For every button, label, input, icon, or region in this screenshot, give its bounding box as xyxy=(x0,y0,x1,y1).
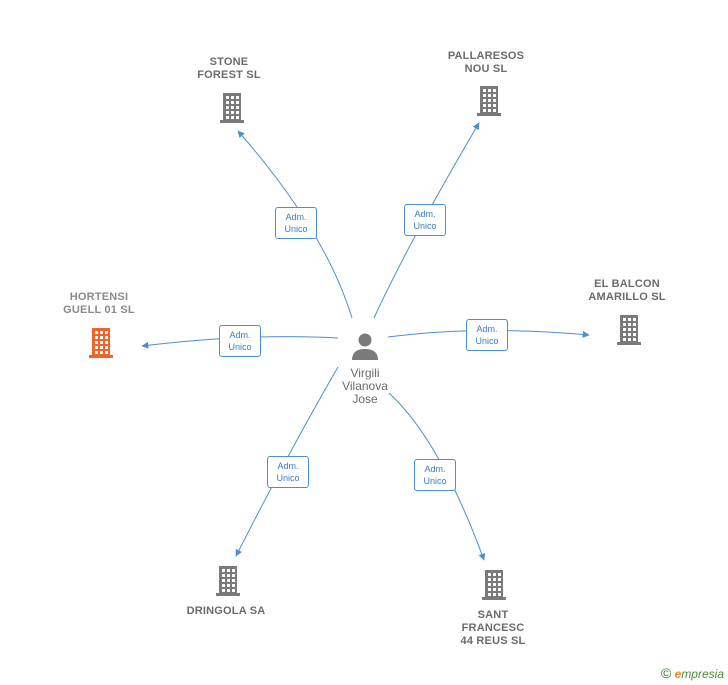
copyright-symbol: © xyxy=(660,665,672,681)
company-label-pallaresos-nou[interactable]: PALLARESOS NOU SL xyxy=(447,50,525,75)
building-icon[interactable] xyxy=(220,93,244,123)
building-icon[interactable] xyxy=(216,566,240,596)
relation-badge-hortensi-guell[interactable]: Adm. Unico xyxy=(219,325,261,357)
building-icon[interactable] xyxy=(617,315,641,345)
edge-dringola xyxy=(235,366,339,557)
relation-badge-pallaresos-nou[interactable]: Adm. Unico xyxy=(404,204,446,236)
company-label-el-balcon-amarillo[interactable]: EL BALCON AMARILLO SL xyxy=(588,278,666,303)
relation-badge-sant-francesc[interactable]: Adm. Unico xyxy=(414,459,456,491)
building-icon[interactable] xyxy=(477,86,501,116)
empresia-logo[interactable]: empresia xyxy=(674,667,724,681)
company-label-dringola[interactable]: DRINGOLA SA xyxy=(186,605,266,617)
person-label[interactable]: Virgili Vilanova Jose xyxy=(342,366,388,406)
company-label-hortensi-guell[interactable]: HORTENSI GUELL 01 SL xyxy=(63,291,135,316)
relation-badge-el-balcon-amarillo[interactable]: Adm. Unico xyxy=(466,319,508,351)
relation-badge-dringola[interactable]: Adm. Unico xyxy=(267,456,309,488)
company-label-stone-forest[interactable]: STONE FOREST SL xyxy=(197,56,261,81)
brand-footer: © empresia xyxy=(661,665,724,681)
company-label-sant-francesc[interactable]: SANT FRANCESC 44 REUS SL xyxy=(460,609,526,647)
edge-sant-francesc xyxy=(388,392,486,561)
person-icon[interactable] xyxy=(352,333,378,361)
building-icon[interactable] xyxy=(89,328,113,358)
relation-badge-stone-forest[interactable]: Adm. Unico xyxy=(275,207,317,239)
building-icon[interactable] xyxy=(482,570,506,600)
